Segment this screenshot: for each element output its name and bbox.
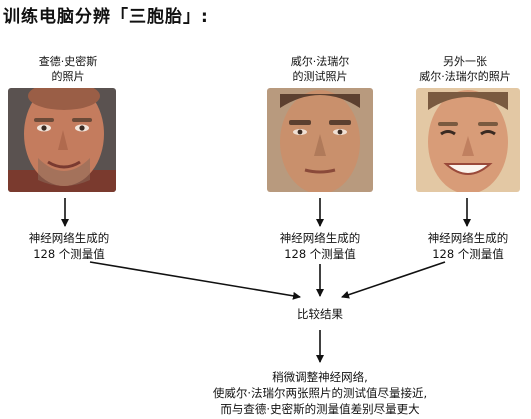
will-ferrell-test-face-photo <box>267 88 373 192</box>
caption-will-ferrell-test-line2: 的测试照片 <box>292 70 348 83</box>
output-chad-smith-line1: 神经网络生成的 <box>28 231 110 245</box>
output-chad-smith-line2: 128 个测量值 <box>33 247 105 261</box>
caption-will-ferrell-second-line2: 威尔·法瑞尔的照片 <box>419 70 511 83</box>
output-will-ferrell-test-line2: 128 个测量值 <box>284 247 356 261</box>
adjust-network-line3: 而与查德·史密斯的测量值差别尽量更大 <box>220 402 420 416</box>
compare-results: 比较结果 <box>297 307 343 321</box>
caption-chad-smith-line1: 查德·史密斯 <box>38 55 98 68</box>
adjust-network-line1: 稍微调整神经网络, <box>272 370 368 384</box>
output-chad-smith: 神经网络生成的 128 个测量值 <box>14 230 124 262</box>
caption-chad-smith-line2: 的照片 <box>51 70 85 83</box>
output-will-ferrell-test-line1: 神经网络生成的 <box>279 231 361 245</box>
arrow-output1-to-compare <box>89 261 301 300</box>
output-will-ferrell-second: 神经网络生成的 128 个测量值 <box>413 230 523 262</box>
caption-chad-smith: 查德·史密斯 的照片 <box>18 54 118 84</box>
diagram-title: 训练电脑分辨「三胞胎」: <box>3 7 209 27</box>
output-will-ferrell-second-line1: 神经网络生成的 <box>427 231 509 245</box>
arrow-output3-to-compare <box>341 261 446 299</box>
adjust-network-text: 稍微调整神经网络, 使威尔·法瑞尔两张照片的测试值尽量接近, 而与查德·史密斯的… <box>170 369 470 417</box>
caption-will-ferrell-test: 威尔·法瑞尔 的测试照片 <box>270 54 370 84</box>
output-will-ferrell-test: 神经网络生成的 128 个测量值 <box>265 230 375 262</box>
chad-smith-face-photo <box>8 88 116 192</box>
caption-will-ferrell-test-line1: 威尔·法瑞尔 <box>290 55 350 68</box>
adjust-network-line2: 使威尔·法瑞尔两张照片的测试值尽量接近, <box>212 386 428 400</box>
caption-will-ferrell-second-line1: 另外一张 <box>443 55 487 68</box>
caption-will-ferrell-second: 另外一张 威尔·法瑞尔的照片 <box>405 54 525 84</box>
will-ferrell-second-face-photo <box>416 88 520 192</box>
output-will-ferrell-second-line2: 128 个测量值 <box>432 247 504 261</box>
